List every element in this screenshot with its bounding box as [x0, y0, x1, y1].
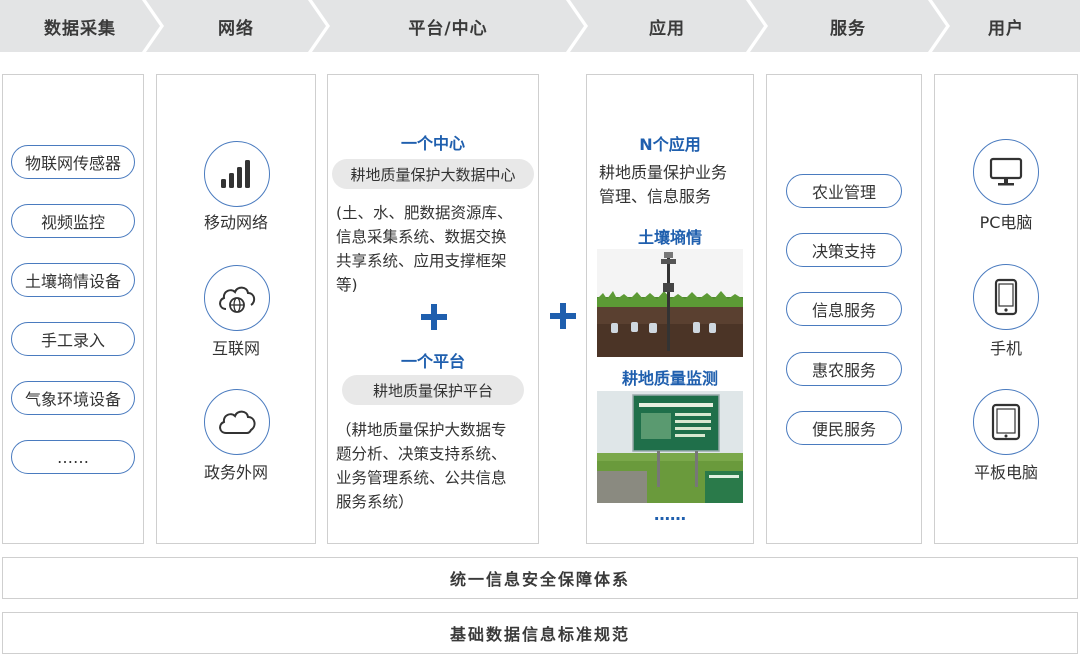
tablet-icon: [973, 389, 1039, 455]
user-label-tablet: 平板电脑: [973, 463, 1038, 482]
service-info: 信息服务: [786, 292, 902, 326]
platform-title: 一个平台: [400, 352, 465, 371]
column-data-collection: 物联网传感器 视频监控 土壤墒情设备 手工录入 气象环境设备 ……: [2, 74, 144, 544]
application-title: N个应用: [639, 135, 701, 154]
user-label-pc: PC电脑: [979, 213, 1033, 232]
network-label-internet: 互联网: [211, 339, 260, 358]
signal-bars-icon: [204, 141, 270, 207]
farmland-monitoring-title: 耕地质量监测: [621, 369, 718, 388]
service-farmer-benefit: 惠农服务: [786, 352, 902, 386]
user-label-phone: 手机: [989, 339, 1022, 358]
network-label-mobile: 移动网络: [203, 213, 268, 232]
application-more: ……: [654, 505, 686, 524]
center-title: 一个中心: [400, 134, 465, 153]
column-users: PC电脑 手机 平板电脑: [934, 74, 1078, 544]
monitor-icon: [973, 139, 1039, 205]
platform-name: 耕地质量保护平台: [342, 375, 524, 405]
security-system-bar: 统一信息安全保障体系: [2, 557, 1078, 599]
data-source-manual-entry: 手工录入: [11, 322, 135, 356]
data-source-iot-sensor: 物联网传感器: [11, 145, 135, 179]
farmland-monitoring-photo: [597, 391, 743, 503]
column-service: 农业管理 决策支持 信息服务 惠农服务 便民服务: [766, 74, 922, 544]
center-name: 耕地质量保护大数据中心: [332, 159, 534, 189]
column-application: N个应用 耕地质量保护业务 管理、信息服务 土壤墒情 耕地质量监测: [586, 74, 754, 544]
network-label-gov: 政务外网: [203, 463, 268, 482]
soil-moisture-photo: [597, 249, 743, 357]
header-step-platform: 平台/中心: [312, 0, 584, 52]
service-public-convenience: 便民服务: [786, 411, 902, 445]
header-step-service: 服务: [750, 0, 946, 52]
application-description: 耕地质量保护业务 管理、信息服务: [599, 163, 728, 206]
soil-moisture-title: 土壤墒情: [637, 228, 702, 247]
service-agri-management: 农业管理: [786, 174, 902, 208]
data-source-soil-device: 土壤墒情设备: [11, 263, 135, 297]
cloud-icon: [204, 389, 270, 455]
phone-icon: [973, 264, 1039, 330]
data-standards-bar: 基础数据信息标准规范: [2, 612, 1078, 654]
cloud-globe-icon: [204, 265, 270, 331]
service-decision-support: 决策支持: [786, 233, 902, 267]
platform-description: （耕地质量保护大数据专 题分析、决策支持系统、 业务管理系统、公共信息 服务系统…: [336, 421, 507, 511]
column-platform: 一个中心 耕地质量保护大数据中心 (土、水、肥数据资源库、 信息采集系统、数据交…: [327, 74, 539, 544]
plus-icon: [550, 303, 576, 329]
data-source-weather: 气象环境设备: [11, 381, 135, 415]
header-step-users: 用户: [932, 0, 1080, 52]
header-step-data-collection: 数据采集: [0, 0, 160, 52]
data-source-more: ……: [11, 440, 135, 474]
data-source-video: 视频监控: [11, 204, 135, 238]
center-description: (土、水、肥数据资源库、 信息采集系统、数据交换 共享系统、应用支撑框架 等): [336, 204, 513, 294]
header-step-network: 网络: [146, 0, 326, 52]
column-network: 移动网络 互联网 政务外网: [156, 74, 316, 544]
plus-icon: [421, 304, 447, 330]
header-step-application: 应用: [570, 0, 764, 52]
